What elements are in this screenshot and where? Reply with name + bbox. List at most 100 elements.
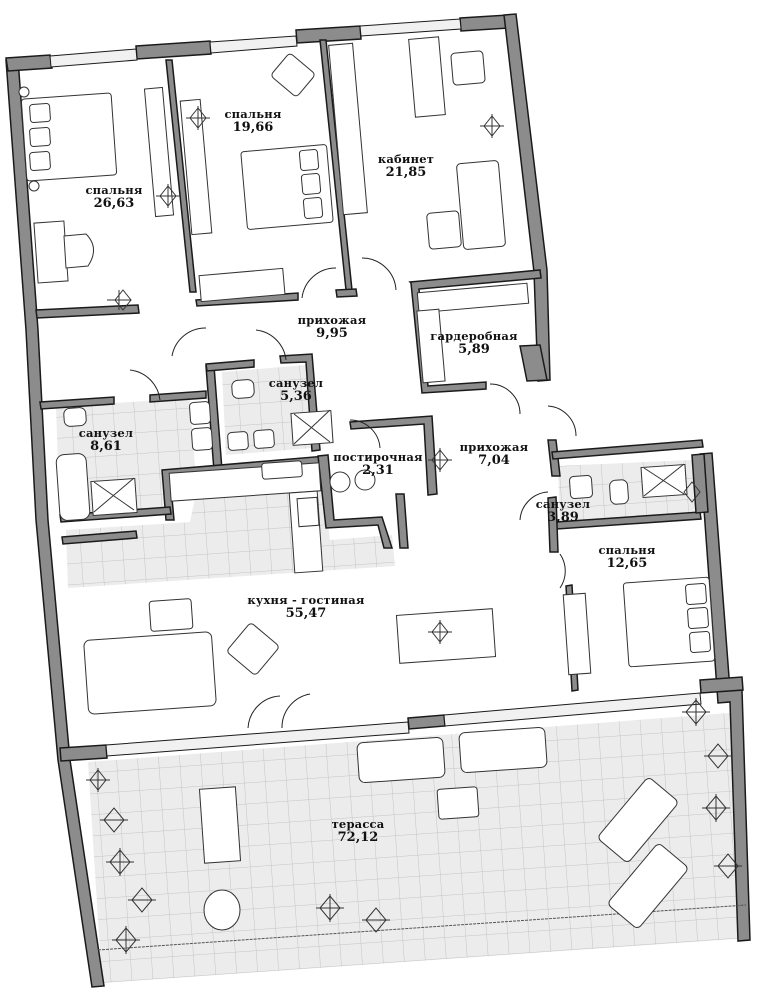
desk-icon — [408, 36, 446, 118]
toilet-icon — [63, 407, 87, 427]
armchair-icon — [227, 623, 279, 675]
living-window-pier — [407, 714, 446, 730]
room-name: терасса — [331, 817, 385, 831]
room-area: 5,36 — [280, 389, 312, 405]
room-label-hall-2: прихожая 7,04 — [459, 440, 529, 469]
windows — [49, 18, 702, 757]
plant-icon — [186, 106, 210, 130]
room-name: гардеробная — [430, 329, 518, 343]
bedroom-3-pier — [699, 676, 744, 694]
room-label-hall-1: прихожая 9,95 — [297, 313, 367, 342]
dryer-icon — [354, 469, 376, 491]
wall-bath2-north — [149, 390, 207, 403]
shelves-bedroom2 — [198, 267, 286, 303]
doors — [129, 257, 577, 729]
terrace-wall-left — [59, 744, 108, 762]
terrace-floor — [88, 712, 750, 983]
plant-icon — [112, 926, 140, 954]
door-terrace-right — [281, 693, 311, 729]
outer-wall-top-3 — [295, 25, 362, 44]
wall-bath3-west-2 — [547, 496, 559, 553]
plant-icon — [714, 853, 742, 879]
room-label-bathroom-1: санузел 5,36 — [268, 376, 324, 405]
outer-wall-left — [5, 58, 105, 988]
outdoor-sofa-icon — [458, 726, 548, 774]
plant-icon — [704, 743, 732, 769]
round-table-icon — [203, 889, 241, 931]
room-name: спальня — [598, 543, 656, 557]
sink-icon — [253, 429, 275, 449]
room-area: 26,63 — [93, 196, 135, 212]
room-name: санузел — [535, 497, 591, 511]
plant-icon — [702, 794, 730, 822]
nightstand-lamp-icon — [28, 180, 40, 192]
outdoor-table-icon — [198, 786, 242, 864]
chair-icon — [63, 233, 94, 269]
wardrobe-rack — [416, 308, 446, 384]
plant-icon — [107, 289, 132, 311]
door-bath3 — [519, 491, 549, 521]
room-name: спальня — [85, 183, 143, 197]
room-area: 3,89 — [547, 510, 579, 526]
outer-wall-top-2 — [135, 40, 212, 60]
room-label-bathroom-2: санузел 8,61 — [78, 426, 134, 455]
wardrobe-bedroom2 — [179, 98, 213, 236]
room-label-bathroom-3: санузел 3,89 — [535, 497, 591, 526]
pillow-icon — [685, 583, 707, 605]
room-area: 12,65 — [606, 556, 648, 572]
wall-bath1-north — [205, 359, 255, 372]
room-name: постирочная — [333, 450, 423, 464]
door-hall2 — [547, 405, 577, 437]
sink-icon — [261, 460, 303, 480]
pillow-icon — [29, 151, 51, 171]
room-label-bedroom-3: спальня 12,65 — [598, 543, 656, 572]
shower-cross-icon — [643, 463, 685, 497]
room-name: кухня - гостиная — [247, 593, 365, 607]
door-laundry — [349, 419, 381, 449]
wall-bedroom1-bedroom2 — [165, 59, 197, 293]
room-area: 2,31 — [362, 463, 394, 479]
room-name: прихожая — [459, 440, 529, 454]
toilet-icon — [231, 379, 255, 399]
shower-icon — [90, 477, 138, 517]
wall-study-south — [335, 288, 358, 298]
room-name: санузел — [78, 426, 134, 440]
wall-laundry-top — [349, 415, 438, 496]
pillow-icon — [29, 127, 51, 147]
wall-bath3-north — [551, 439, 704, 460]
room-label-bedroom-1: спальня 26,63 — [85, 183, 143, 212]
door-bedroom2 — [301, 267, 337, 299]
plant-icon — [683, 481, 701, 503]
wall-bedroom1-hall — [35, 304, 140, 319]
wardrobe-bedroom3 — [562, 592, 592, 676]
plant-icon — [100, 807, 128, 833]
room-name: спальня — [224, 107, 282, 121]
plant-icon — [480, 114, 504, 138]
door-bath2 — [129, 369, 161, 401]
outer-wall-top-4 — [459, 14, 510, 32]
room-name: санузел — [268, 376, 324, 390]
plant-icon — [106, 848, 134, 876]
door-bedroom3 — [559, 553, 566, 589]
toilet-icon — [609, 479, 629, 505]
room-label-terrace: терасса 72,12 — [331, 817, 385, 846]
desk-icon — [33, 220, 69, 284]
window-bedroom1 — [49, 48, 138, 68]
window-terrace-2 — [443, 692, 702, 727]
wall-kitchen-closet — [61, 530, 138, 545]
door-bedroom1 — [171, 327, 207, 357]
shelves-study — [328, 42, 368, 216]
plant-icon — [428, 620, 452, 644]
room-area: 21,85 — [385, 165, 427, 181]
room-area: 72,12 — [337, 830, 379, 846]
plant-icon — [156, 184, 180, 208]
room-label-study: кабинет 21,85 — [378, 152, 434, 181]
wall-wardrobe-right — [519, 344, 548, 382]
room-name: прихожая — [297, 313, 367, 327]
window-bedroom2 — [209, 35, 298, 54]
pillow-icon — [687, 607, 709, 629]
wall-laundry — [317, 454, 394, 549]
room-area: 7,04 — [478, 453, 510, 469]
sofa-icon — [83, 631, 217, 715]
